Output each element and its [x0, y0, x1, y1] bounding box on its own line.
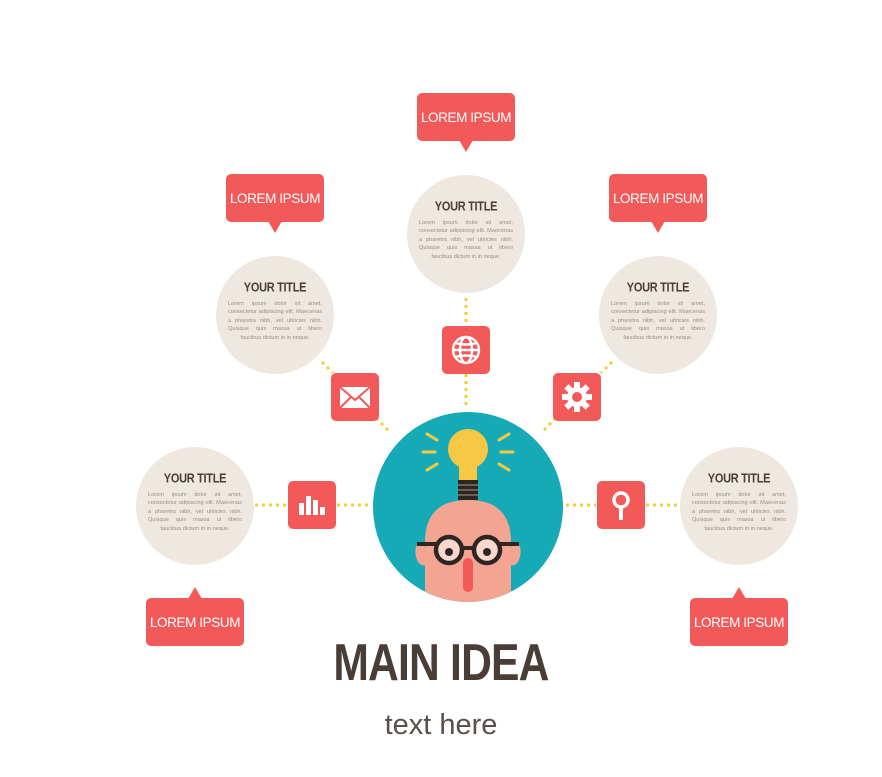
envelope-icon — [331, 373, 379, 421]
central-illustration — [373, 412, 563, 602]
tag-top: LOREM IPSUM — [417, 93, 515, 152]
tag-label: LOREM IPSUM — [693, 614, 785, 630]
tag-pointer — [188, 587, 202, 599]
tag-label: LOREM IPSUM — [612, 190, 704, 206]
tag-label: LOREM IPSUM — [229, 190, 321, 206]
main-subtitle: text here — [384, 709, 498, 741]
lightbulb-icon — [448, 429, 488, 500]
tag-pointer — [651, 221, 665, 233]
tag-lower-left: LOREM IPSUM — [146, 587, 244, 646]
bubble-title: YOUR TITLE — [163, 472, 227, 486]
tag-label: LOREM IPSUM — [149, 614, 241, 630]
bubble-text: Lorem ipsum dolor sit amet, consectetur … — [148, 492, 242, 532]
bubble-title: YOUR TITLE — [707, 472, 771, 486]
bubble-right: YOUR TITLE Lorem ipsum dolor sit amet, c… — [680, 447, 798, 565]
bubble-top: YOUR TITLE Lorem ipsum dolor sit amet, c… — [407, 175, 525, 293]
bubble-text: Lorem ipsum dolor sit amet, consectetur … — [228, 301, 322, 341]
bar-chart-icon — [288, 481, 336, 529]
main-title: MAIN IDEA — [333, 634, 549, 692]
tag-pointer — [459, 140, 473, 152]
search-icon — [597, 481, 645, 529]
bubble-left: YOUR TITLE Lorem ipsum dolor sit amet, c… — [136, 447, 254, 565]
bubble-text: Lorem ipsum dolor sit amet, consectetur … — [419, 220, 513, 260]
tag-upper-left: LOREM IPSUM — [226, 174, 324, 233]
bubble-title: YOUR TITLE — [243, 281, 307, 295]
tag-upper-right: LOREM IPSUM — [609, 174, 707, 233]
bubble-text: Lorem ipsum dolor sit amet, consectetur … — [692, 492, 786, 532]
bubble-title: YOUR TITLE — [434, 200, 498, 214]
tag-label: LOREM IPSUM — [420, 109, 512, 125]
person-head-icon — [415, 500, 521, 602]
bubble-upper-right: YOUR TITLE Lorem ipsum dolor sit amet, c… — [599, 256, 717, 374]
tag-pointer — [732, 587, 746, 599]
globe-icon — [442, 326, 490, 374]
gear-icon — [553, 373, 601, 421]
tag-lower-right: LOREM IPSUM — [690, 587, 788, 646]
lightbulb-rays-icon — [421, 432, 515, 472]
bubble-title: YOUR TITLE — [626, 281, 690, 295]
tag-pointer — [268, 221, 282, 233]
bubble-text: Lorem ipsum dolor sit amet, consectetur … — [611, 301, 705, 341]
bubble-upper-left: YOUR TITLE Lorem ipsum dolor sit amet, c… — [216, 256, 334, 374]
